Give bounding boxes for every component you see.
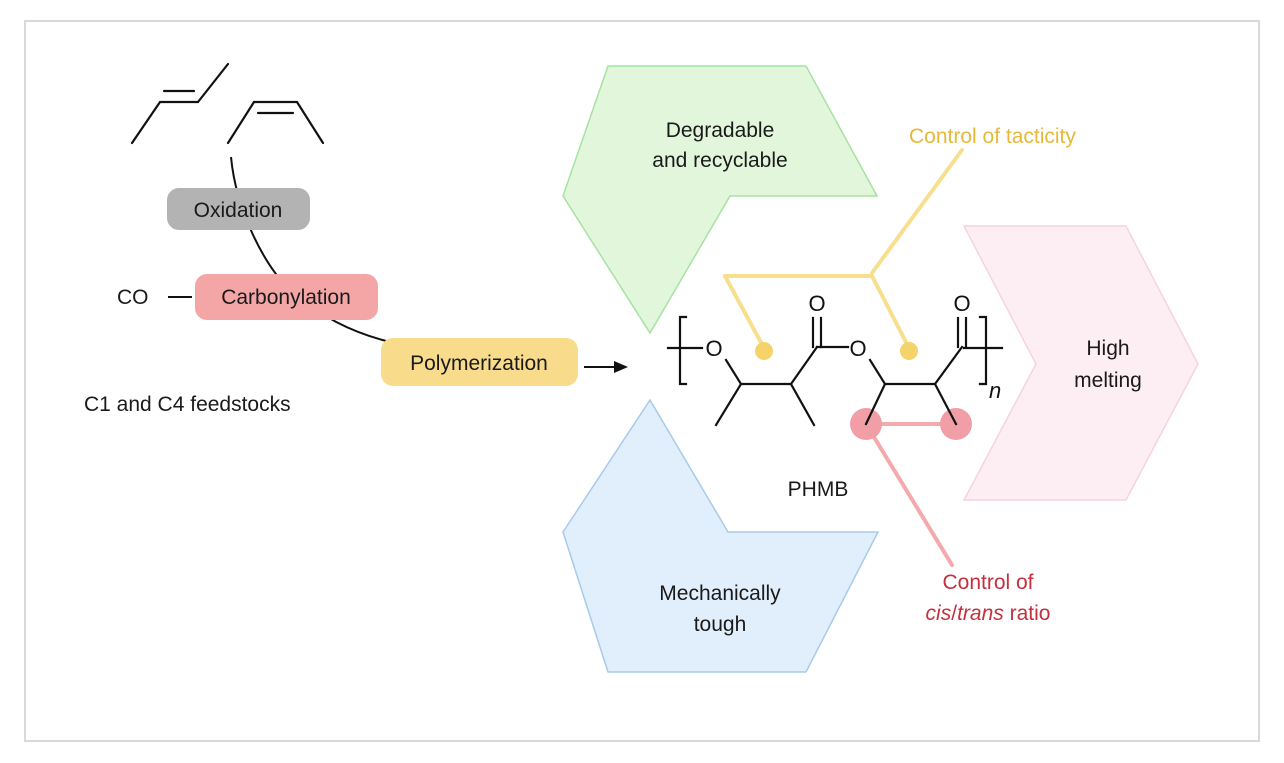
phmb-structure: [666, 315, 1004, 427]
atom-o-carbonyl-2: O: [953, 291, 970, 316]
melting-label-line1: High: [1086, 337, 1129, 360]
mechanical-label-line2: tough: [694, 613, 747, 636]
cis-word: cis: [926, 602, 952, 625]
trans-word: trans: [957, 602, 1004, 625]
trans-butene-structure: [130, 62, 230, 145]
oxidation-label: Oxidation: [194, 199, 283, 222]
co-label: CO: [117, 286, 149, 309]
repeat-subscript: n: [989, 378, 1001, 403]
cis-butene-structure: [226, 100, 325, 145]
atom-o-carbonyl-1: O: [808, 291, 825, 316]
cistrans-label-line1: Control of: [942, 571, 1033, 594]
polymerization-label: Polymerization: [410, 352, 548, 375]
atom-o-ether-2: O: [849, 336, 866, 361]
melting-label-line2: melting: [1074, 369, 1142, 392]
cistrans-annotation-lines: [864, 422, 960, 567]
degradable-shape: [562, 65, 879, 335]
mechanical-shape: [562, 398, 880, 673]
tacticity-dot-left: [755, 342, 773, 360]
carbonylation-label: Carbonylation: [221, 286, 351, 309]
tacticity-label: Control of tacticity: [909, 125, 1076, 148]
degradable-label-line2: and recyclable: [652, 149, 787, 172]
tacticity-annotation-lines: [723, 148, 964, 350]
reaction-arrow: [584, 361, 628, 373]
polymerization-pill: [381, 338, 578, 386]
polymer-name: PHMB: [788, 478, 849, 501]
slash-char: /: [951, 602, 957, 625]
feedstocks-label: C1 and C4 feedstocks: [84, 393, 291, 416]
carbonylation-pill: [195, 274, 378, 320]
degradable-label-line1: Degradable: [666, 119, 775, 142]
oxidation-pill: [167, 188, 310, 230]
atom-o-ether-1: O: [705, 336, 722, 361]
cistrans-label-line2: cis/trans ratio: [926, 602, 1051, 625]
tacticity-dot-right: [900, 342, 918, 360]
melting-shape: [962, 225, 1199, 501]
mechanical-label-line1: Mechanically: [659, 582, 781, 605]
ratio-word: ratio: [1004, 602, 1051, 625]
